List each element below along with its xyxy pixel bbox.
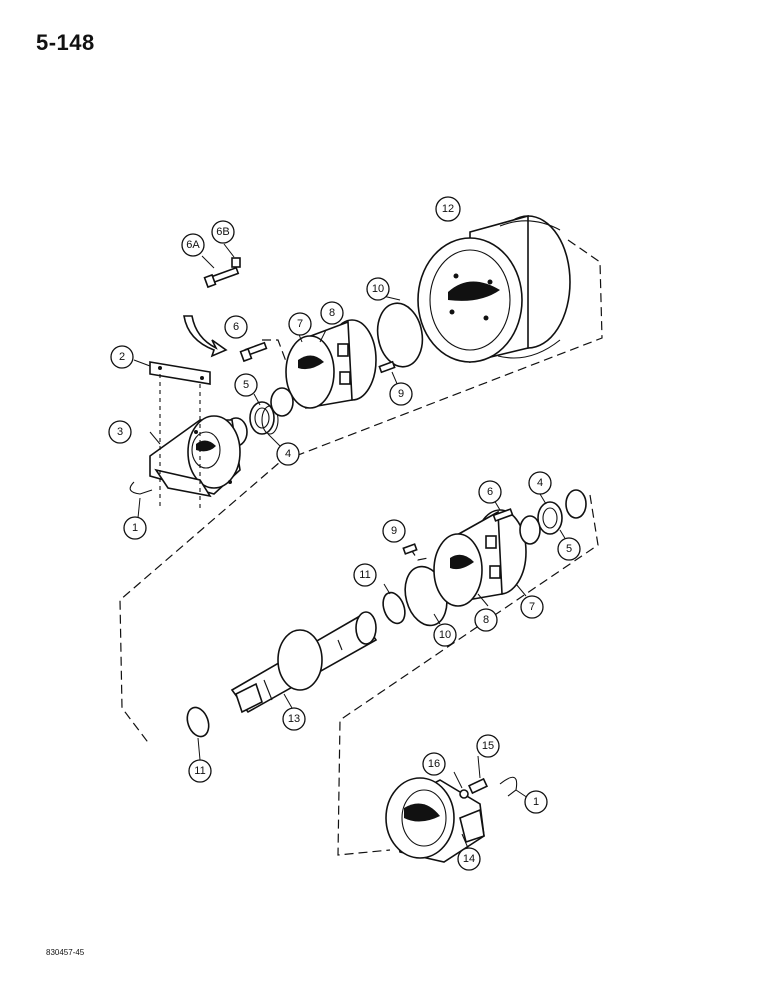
svg-text:8: 8 bbox=[483, 614, 489, 626]
bolt-part-6-upper bbox=[239, 341, 268, 363]
svg-text:16: 16 bbox=[428, 758, 440, 770]
svg-text:6: 6 bbox=[487, 486, 493, 498]
svg-text:4: 4 bbox=[537, 477, 543, 489]
nut-part-6b bbox=[231, 257, 241, 268]
figure-code: 830457-45 bbox=[46, 948, 85, 957]
callout-11-lower: 11 bbox=[188, 759, 212, 783]
bracket-part-3 bbox=[149, 415, 241, 498]
svg-text:12: 12 bbox=[442, 203, 454, 215]
callout-6-upper: 6 bbox=[224, 315, 248, 339]
install-arrow bbox=[183, 315, 228, 358]
pin-part-9-lower bbox=[402, 543, 418, 555]
pin-part-9-upper bbox=[378, 360, 396, 374]
callout-15: 15 bbox=[476, 734, 500, 758]
callout-3: 3 bbox=[108, 420, 132, 444]
collar-part-8-upper bbox=[285, 319, 377, 409]
svg-text:14: 14 bbox=[463, 853, 475, 865]
callout-8-lower: 8 bbox=[474, 608, 498, 632]
seal-part-4-upper bbox=[249, 401, 279, 435]
svg-text:10: 10 bbox=[439, 629, 451, 641]
callout-6a: 6A bbox=[181, 233, 205, 257]
callout-9-upper: 9 bbox=[389, 382, 413, 406]
svg-text:11: 11 bbox=[359, 569, 370, 581]
svg-text:6: 6 bbox=[233, 321, 239, 333]
callout-10-lower: 10 bbox=[433, 623, 457, 647]
roller-part-12 bbox=[417, 214, 571, 364]
svg-text:2: 2 bbox=[119, 351, 125, 363]
plate-part-2 bbox=[149, 361, 211, 512]
callout-1-upper: 1 bbox=[123, 516, 147, 540]
svg-text:8: 8 bbox=[329, 307, 335, 319]
callout-8-upper: 8 bbox=[320, 301, 344, 325]
fitting-part-15 bbox=[467, 777, 489, 795]
svg-text:7: 7 bbox=[297, 318, 303, 330]
ring-part-5-lower-b bbox=[565, 489, 587, 519]
ring-part-5-lower-a bbox=[519, 515, 541, 545]
svg-text:5: 5 bbox=[243, 379, 249, 391]
svg-text:1: 1 bbox=[533, 796, 539, 808]
svg-text:4: 4 bbox=[285, 448, 291, 460]
callout-10-upper: 10 bbox=[366, 277, 390, 301]
svg-text:11: 11 bbox=[194, 765, 205, 777]
callout-9-lower: 9 bbox=[382, 519, 406, 543]
collar-part-8-lower bbox=[433, 509, 527, 607]
bolt-part-6a bbox=[203, 266, 240, 289]
callout-16: 16 bbox=[422, 752, 446, 776]
svg-text:7: 7 bbox=[529, 601, 535, 613]
page-number: 5-148 bbox=[36, 30, 95, 55]
svg-text:5: 5 bbox=[566, 543, 572, 555]
o-ring-part-11-lower-b bbox=[186, 706, 210, 738]
svg-text:10: 10 bbox=[372, 283, 384, 295]
svg-text:6B: 6B bbox=[216, 226, 229, 238]
assembly-path-bolt bbox=[262, 339, 291, 373]
bolt-part-6-lower bbox=[492, 508, 514, 522]
svg-text:1: 1 bbox=[132, 522, 138, 534]
clip-part-1-upper bbox=[129, 481, 153, 495]
callout-5-lower: 5 bbox=[557, 537, 581, 561]
callout-7-lower: 7 bbox=[520, 595, 544, 619]
o-ring-part-10-upper bbox=[376, 302, 424, 368]
callout-1-lower: 1 bbox=[524, 790, 548, 814]
callout-4-lower: 4 bbox=[528, 471, 552, 495]
callout-2: 2 bbox=[110, 345, 134, 369]
clip-part-1-lower bbox=[499, 776, 518, 797]
callout-13: 13 bbox=[282, 707, 306, 731]
callout-4-upper: 4 bbox=[276, 442, 300, 466]
callout-5-upper: 5 bbox=[234, 373, 258, 397]
callout-6b: 6B bbox=[211, 220, 235, 244]
callout-11-upper: 11 bbox=[353, 563, 377, 587]
ball-part-16 bbox=[459, 789, 469, 799]
svg-text:3: 3 bbox=[117, 426, 123, 438]
seal-part-4-lower bbox=[537, 501, 563, 535]
svg-text:6A: 6A bbox=[186, 239, 200, 251]
svg-text:9: 9 bbox=[391, 525, 397, 537]
shaft-part-13 bbox=[230, 611, 378, 714]
callout-7-upper: 7 bbox=[288, 312, 312, 336]
end-cap-part-14 bbox=[385, 777, 485, 863]
svg-text:13: 13 bbox=[288, 713, 300, 725]
o-ring-part-11-lower-a bbox=[382, 591, 406, 625]
ring-part-5-upper-a bbox=[270, 387, 294, 417]
callout-12: 12 bbox=[435, 196, 461, 222]
callout-14: 14 bbox=[457, 847, 481, 871]
svg-text:9: 9 bbox=[398, 388, 404, 400]
callout-6-lower: 6 bbox=[478, 480, 502, 504]
svg-text:15: 15 bbox=[482, 740, 494, 752]
assembly-path-lower bbox=[337, 494, 599, 856]
